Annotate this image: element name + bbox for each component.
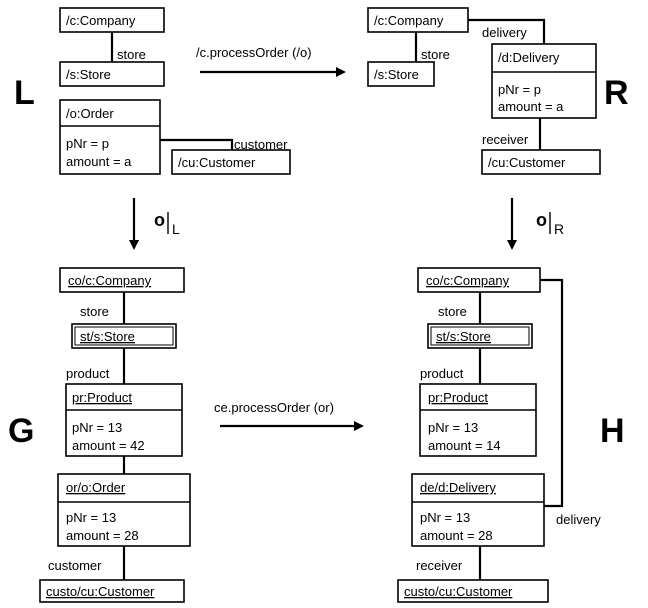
node-r-delivery: [491, 43, 597, 119]
quadrant-g: G store product customer co/c:Company st…: [8, 267, 191, 603]
node-g-store-inner-border: [74, 326, 174, 346]
node-l-order-label: /o:Order: [66, 106, 114, 121]
edge-label-r-store: store: [421, 47, 450, 62]
node-g-product: [65, 383, 183, 457]
edge-label-l-store: store: [117, 47, 146, 62]
edge-label-r-delivery: delivery: [482, 25, 527, 40]
match-label-right-main: o: [536, 210, 547, 230]
node-l-order: [59, 99, 161, 175]
node-h-store: [427, 323, 533, 349]
node-h-delivery: [411, 473, 545, 547]
label-l: L: [14, 74, 35, 112]
quadrant-h: H store product delivery receiver co/c:C…: [397, 267, 625, 603]
match-arrow-left: o L: [129, 198, 180, 250]
node-h-delivery-attr-pnr: pNr = 13: [420, 510, 470, 525]
node-l-customer: [171, 149, 291, 175]
label-r: R: [604, 74, 629, 112]
node-h-store-inner-border: [430, 326, 530, 346]
match-label-right-sub: R: [554, 221, 564, 237]
edge-label-h-store: store: [438, 304, 467, 319]
rule-arrow-top: /c.processOrder (/o): [196, 45, 346, 77]
node-l-order-attr-amount: amount = a: [66, 154, 132, 169]
edge-h-company-delivery: [540, 278, 564, 508]
match-label-left-main: o: [154, 210, 165, 230]
label-g: G: [8, 412, 34, 450]
edge-label-g-customer: customer: [48, 558, 102, 573]
node-g-customer: [39, 579, 185, 603]
node-h-company-label: co/c:Company: [426, 273, 510, 288]
edge-l-order-customer: [160, 138, 234, 150]
edge-r-company-delivery: [468, 18, 546, 44]
node-g-order-attr-pnr: pNr = 13: [66, 510, 116, 525]
node-l-company: [59, 7, 165, 33]
edge-label-g-store: store: [80, 304, 109, 319]
node-g-product-label: pr:Product: [72, 390, 132, 405]
node-l-order-attr-pnr: pNr = p: [66, 136, 109, 151]
node-h-store-label: st/s:Store: [436, 329, 491, 344]
node-r-delivery-attr-amount: amount = a: [498, 99, 564, 114]
edge-label-r-receiver: receiver: [482, 132, 529, 147]
node-l-customer-label: /cu:Customer: [178, 155, 256, 170]
edge-label-g-product: product: [66, 366, 110, 381]
edge-label-h-delivery: delivery: [556, 512, 601, 527]
node-h-company: [417, 267, 541, 293]
node-h-customer: [397, 579, 549, 603]
edge-label-h-product: product: [420, 366, 464, 381]
rule-label-bottom: ce.processOrder (or): [214, 400, 334, 415]
rule-arrow-bottom: ce.processOrder (or): [214, 400, 364, 431]
node-l-store-label: /s:Store: [66, 67, 111, 82]
node-h-product: [419, 383, 537, 457]
edge-label-h-receiver: receiver: [416, 558, 463, 573]
node-r-delivery-label: /d:Delivery: [498, 50, 560, 65]
node-r-store: [367, 61, 435, 87]
node-g-customer-label: custo/cu:Customer: [46, 584, 155, 599]
node-h-product-attr-pnr: pNr = 13: [428, 420, 478, 435]
node-l-company-label: /c:Company: [66, 13, 136, 28]
node-h-delivery-attr-amount: amount = 28: [420, 528, 493, 543]
node-r-company-label: /c:Company: [374, 13, 444, 28]
quadrant-l: L store /c:Company /s:Store customer /o:…: [14, 7, 291, 175]
node-g-company: [59, 267, 185, 293]
match-label-left-sub: L: [172, 221, 180, 237]
label-h: H: [600, 412, 625, 450]
node-r-delivery-attr-pnr: pNr = p: [498, 82, 541, 97]
node-g-order-attr-amount: amount = 28: [66, 528, 139, 543]
node-h-product-attr-amount: amount = 14: [428, 438, 501, 453]
node-h-customer-label: custo/cu:Customer: [404, 584, 513, 599]
node-r-customer: [481, 149, 601, 175]
node-g-store: [71, 323, 177, 349]
quadrant-r: R store delivery /c:Company /s:Store rec…: [367, 7, 629, 175]
node-r-store-label: /s:Store: [374, 67, 419, 82]
node-r-company: [367, 7, 469, 33]
node-g-order-label: or/o:Order: [66, 480, 126, 495]
node-g-product-attr-amount: amount = 42: [72, 438, 145, 453]
node-g-store-label: st/s:Store: [80, 329, 135, 344]
match-arrow-right: o R: [507, 198, 564, 250]
node-r-customer-label: /cu:Customer: [488, 155, 566, 170]
rule-label-top: /c.processOrder (/o): [196, 45, 312, 60]
edge-label-l-customer: customer: [234, 137, 288, 152]
node-l-store: [59, 61, 165, 87]
node-g-product-attr-pnr: pNr = 13: [72, 420, 122, 435]
node-h-delivery-label: de/d:Delivery: [420, 480, 496, 495]
node-g-company-label: co/c:Company: [68, 273, 152, 288]
node-g-order: [57, 473, 191, 547]
node-h-product-label: pr:Product: [428, 390, 488, 405]
